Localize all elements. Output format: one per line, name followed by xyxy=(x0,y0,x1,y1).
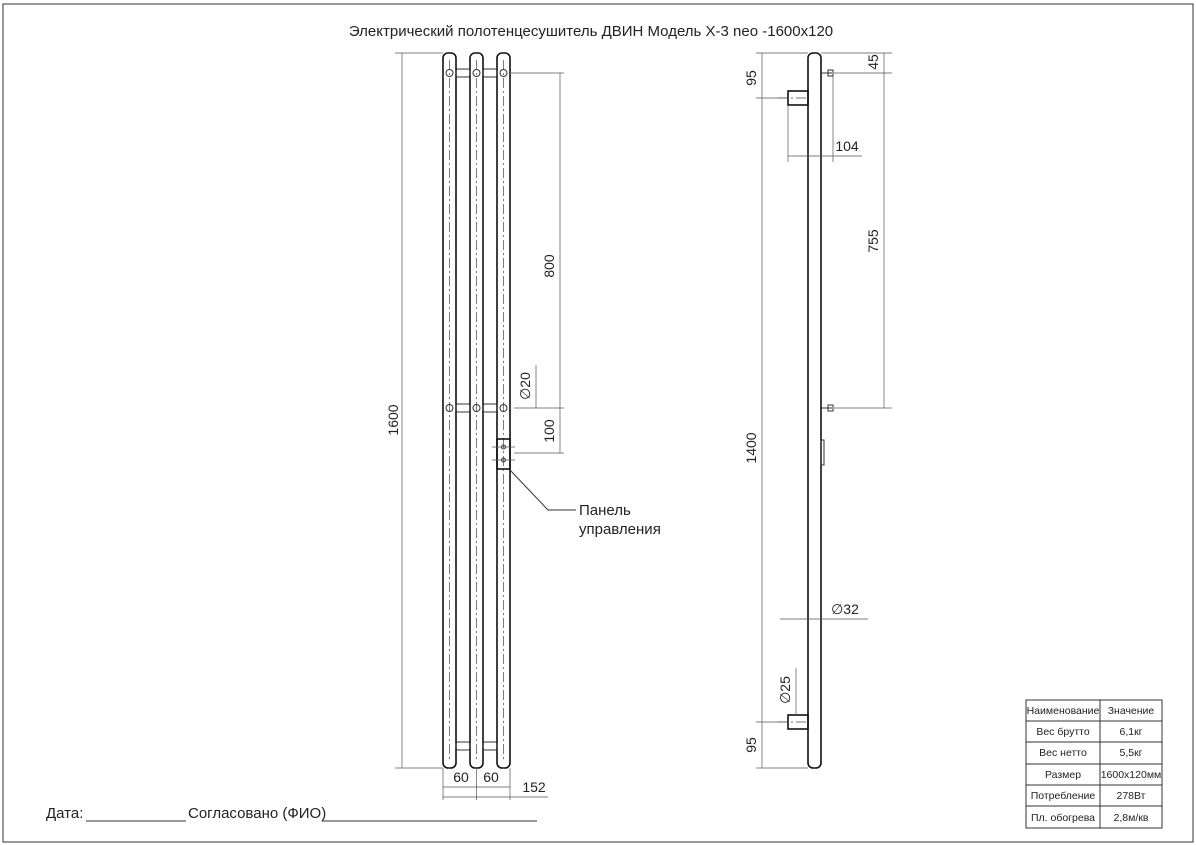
spec-row-value: 2,8м/кв xyxy=(1114,812,1149,824)
dim-side-mount-distance-text: 755 xyxy=(865,229,881,253)
spec-row-value: 1600x120мм xyxy=(1101,769,1162,781)
dim-side-bottom-left: 95 xyxy=(743,721,808,769)
dim-side-top-left-text: 95 xyxy=(743,70,759,86)
dim-side-tube-diameter: ∅32 xyxy=(780,601,868,620)
footer: Дата: Согласовано (ФИО) xyxy=(46,805,537,822)
side-mount-top xyxy=(821,69,834,77)
front-bottom-connectors xyxy=(455,741,498,751)
front-top-connectors xyxy=(445,68,508,78)
dim-side-tube-diameter-text: ∅32 xyxy=(831,601,859,617)
spec-row-name: Пл. обогрева xyxy=(1031,812,1095,824)
dim-side-top-right: 45 xyxy=(821,52,892,74)
dim-side-length-text: 1400 xyxy=(743,432,759,463)
front-view: Панель управления 1600 800 100 ∅20 xyxy=(385,52,661,800)
dim-side-connector-diameter-text: ∅25 xyxy=(777,676,793,704)
dim-diameter: ∅20 xyxy=(517,365,537,408)
front-middle-connectors xyxy=(445,403,508,413)
dim-upper: 800 xyxy=(510,72,564,409)
dim-side-top-right-text: 45 xyxy=(865,54,881,70)
dim-side-mount-distance: 755 xyxy=(834,73,892,409)
spec-row-value: 5,5кг xyxy=(1119,747,1142,759)
panel-label-line2: управления xyxy=(579,521,661,538)
panel-label-line1: Панель xyxy=(579,502,631,519)
spec-row-name: Потребление xyxy=(1031,790,1096,802)
dim-spacing-right-text: 60 xyxy=(483,769,499,785)
side-mount-middle xyxy=(821,404,834,412)
spec-row-value: 6,1кг xyxy=(1119,726,1142,738)
dim-side-depth-text: 104 xyxy=(835,138,859,154)
spec-row-value: 278Вт xyxy=(1117,790,1146,802)
dim-side-connector-diameter: ∅25 xyxy=(777,668,797,715)
dim-total-height: 1600 xyxy=(385,52,443,769)
spec-row-name: Вес брутто xyxy=(1036,726,1089,738)
drawing-title: Электрический полотенцесушитель ДВИН Мод… xyxy=(349,23,833,40)
spec-row-name: Вес нетто xyxy=(1039,747,1087,759)
dim-side-length: 1400 xyxy=(743,98,763,722)
dim-diameter-text: ∅20 xyxy=(517,372,533,400)
side-tube xyxy=(807,52,822,769)
dim-lower-text: 100 xyxy=(541,419,557,443)
panel-leader-line xyxy=(509,469,576,511)
approved-label: Согласовано (ФИО) xyxy=(188,805,326,822)
side-view: 95 45 104 755 1400 ∅ xyxy=(743,52,892,769)
date-label: Дата: xyxy=(46,805,83,822)
spec-header-name: Наименование xyxy=(1027,705,1100,717)
dim-side-top-left: 95 xyxy=(743,52,808,99)
spec-header-value: Значение xyxy=(1108,705,1155,717)
dim-upper-text: 800 xyxy=(541,254,557,278)
spec-table: Наименование Значение Вес брутто 6,1кг В… xyxy=(1025,699,1163,829)
side-control-block xyxy=(820,439,825,466)
sheet-border xyxy=(2,3,1194,843)
dim-total-height-text: 1600 xyxy=(385,404,401,435)
spec-row-name: Размер xyxy=(1045,769,1081,781)
dim-spacing-left-text: 60 xyxy=(453,769,469,785)
dim-total-width-text: 152 xyxy=(522,779,546,795)
dim-side-depth: 104 xyxy=(787,76,862,162)
dim-lower: 100 xyxy=(514,408,564,454)
dim-bottom-widths: 60 60 152 xyxy=(442,768,548,800)
control-panel xyxy=(492,438,515,470)
dim-side-bottom-left-text: 95 xyxy=(743,737,759,753)
